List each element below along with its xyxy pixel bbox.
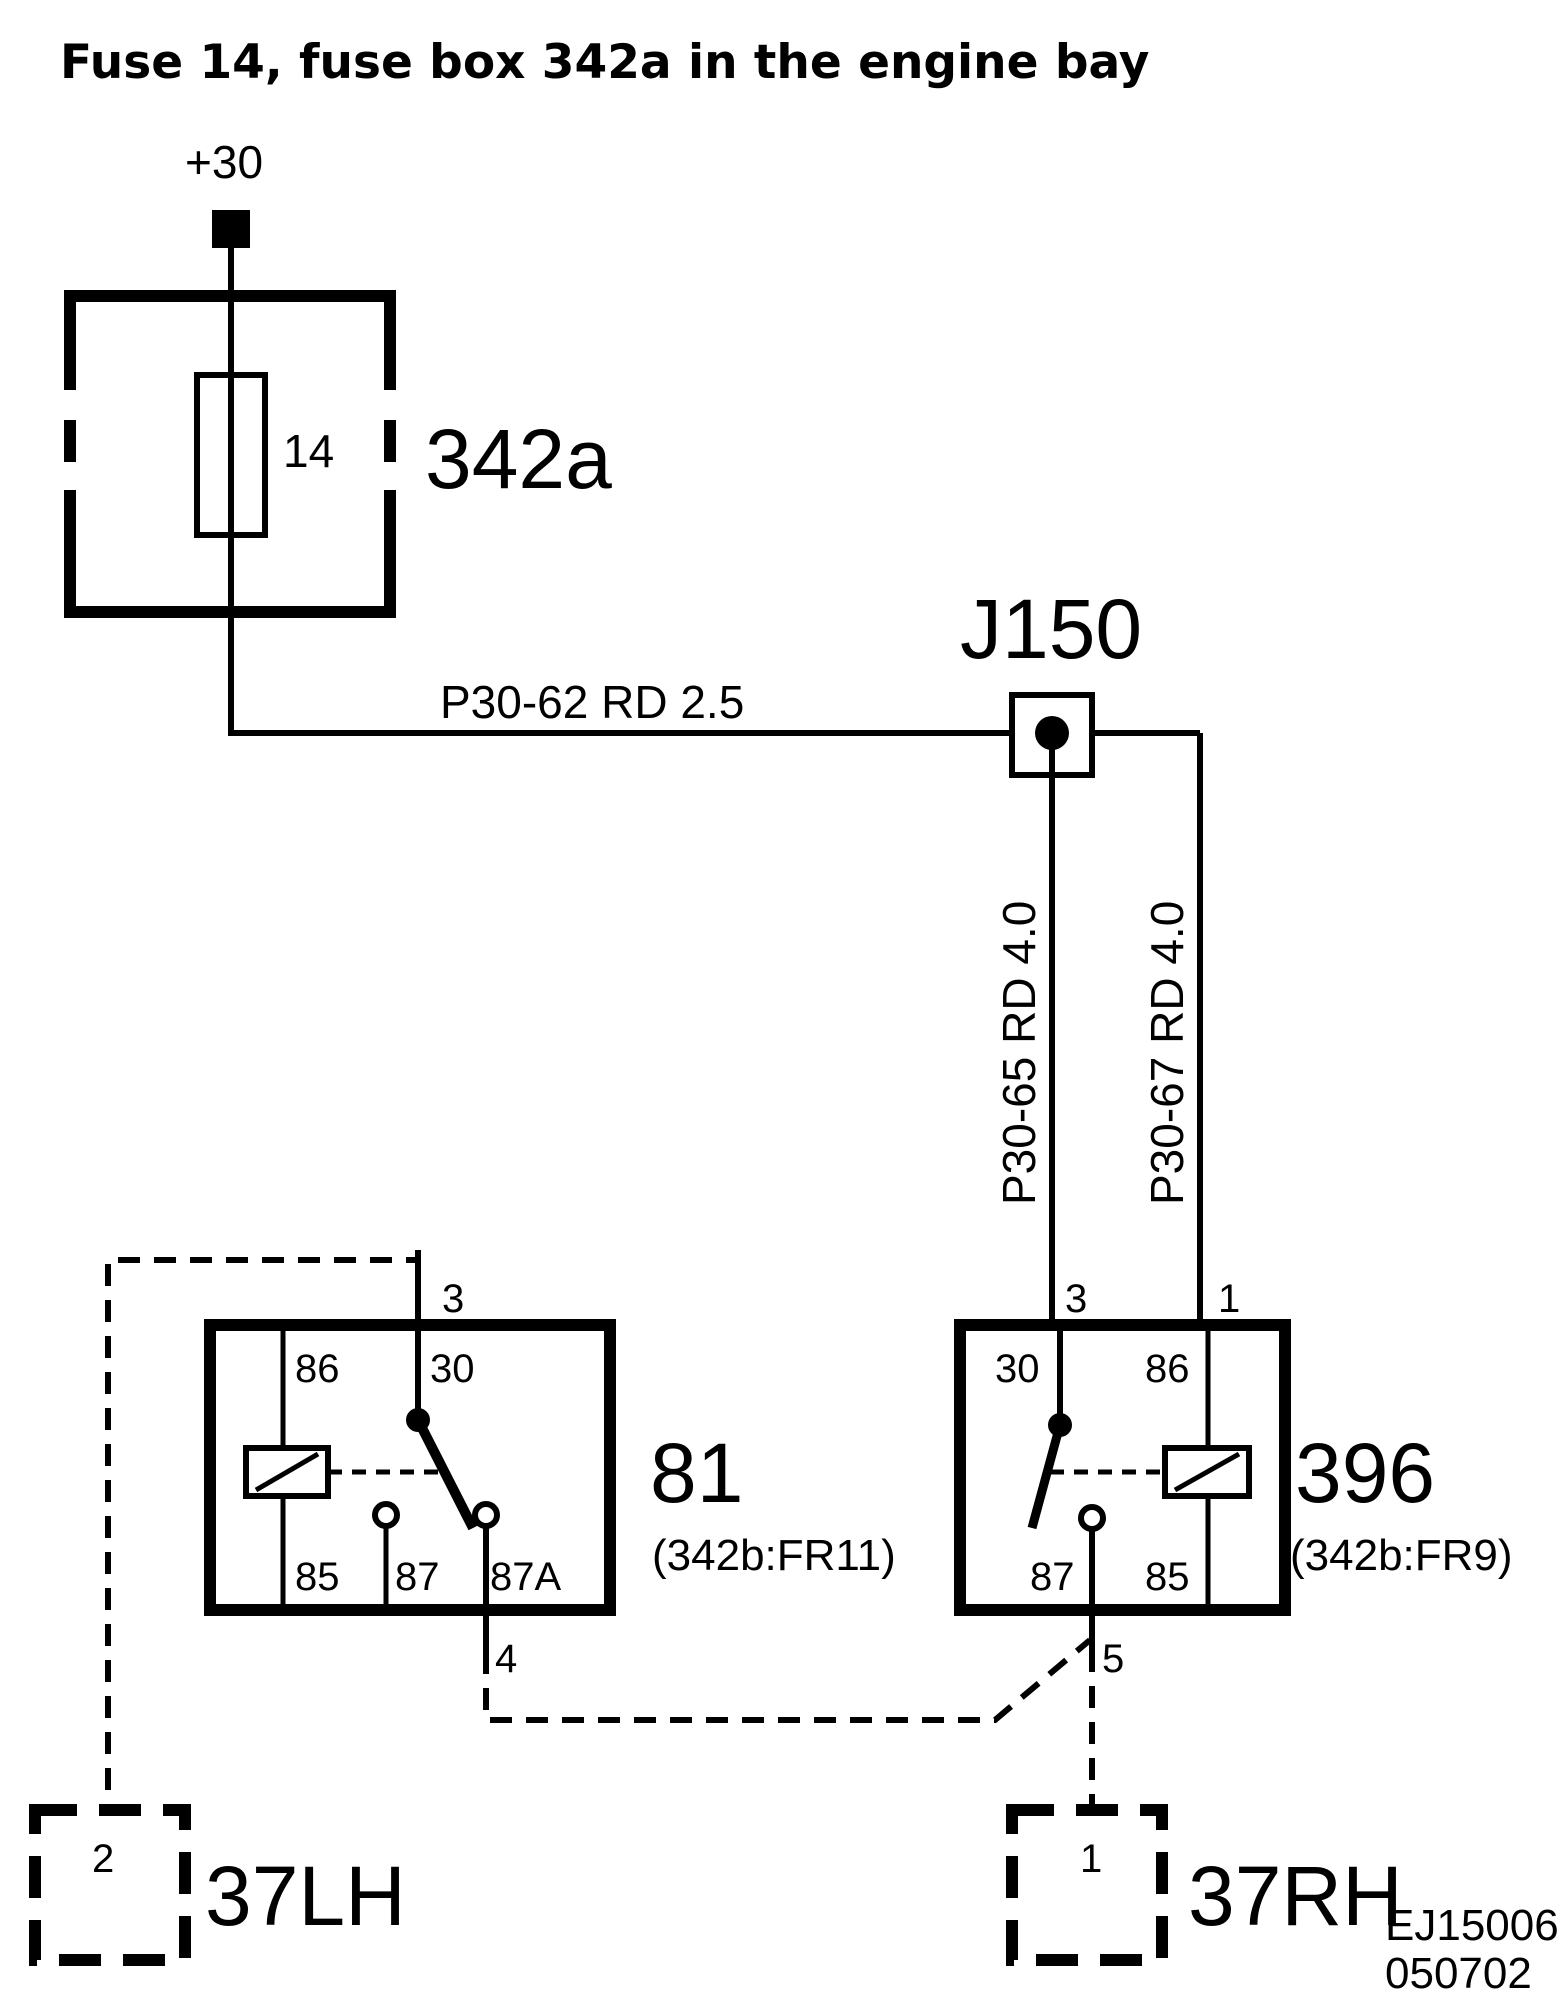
relay-81-pin87-contact	[372, 1501, 400, 1529]
relay-396-pin87-contact	[1078, 1504, 1106, 1532]
relay-396-housing	[954, 1319, 1291, 1616]
junction-label: J150	[960, 582, 1142, 676]
relay-396-location: (342b:FR9)	[1290, 1531, 1513, 1580]
connector-37lh-label: 37LH	[205, 1849, 406, 1943]
relay-396-ext-3: 3	[1065, 1277, 1087, 1321]
wire-p30-62-label: P30-62 RD 2.5	[440, 676, 744, 728]
relay-396-pin-30: 30	[995, 1347, 1040, 1391]
diagram-title: Fuse 14, fuse box 342a in the engine bay	[60, 35, 1149, 90]
relay-81-pin-30: 30	[430, 1347, 475, 1391]
relay-396-switch-blade	[1027, 1423, 1065, 1530]
document-date: 050702	[1385, 1949, 1532, 1998]
supply-label: +30	[185, 136, 263, 188]
dashed-wire-87a-to-87	[483, 1637, 1092, 1723]
relay-396-pin-87: 87	[1030, 1555, 1075, 1599]
relay-396-ext-1: 1	[1218, 1277, 1240, 1321]
relay-396-pin-85: 85	[1145, 1555, 1190, 1599]
connector-37rh-label: 37RH	[1188, 1849, 1403, 1943]
relay-81-housing	[204, 1319, 616, 1616]
relay-81-pin-85: 85	[295, 1555, 340, 1599]
connector-37lh	[29, 1804, 191, 1966]
connector-37rh	[1006, 1804, 1168, 1966]
relay-396-label: 396	[1295, 1426, 1435, 1520]
relay-396-ext-5: 5	[1102, 1637, 1124, 1681]
relay-81-location: (342b:FR11)	[652, 1531, 896, 1580]
dashed-wire-37lh	[105, 1250, 421, 1810]
fuse-number: 14	[283, 425, 334, 477]
connector-37rh-pin: 1	[1080, 1837, 1102, 1881]
relay-81-label: 81	[650, 1426, 743, 1520]
wire-p30-67-label: P30-67 RD 4.0	[1141, 901, 1193, 1205]
relay-81-coil-mark	[254, 1451, 320, 1493]
relay-81-pin-87: 87	[395, 1555, 440, 1599]
relay-81-pin-86: 86	[295, 1347, 340, 1391]
relay-396-coil-mark	[1173, 1451, 1241, 1493]
relay-81-pin87a-contact	[472, 1501, 500, 1529]
document-code: EJ15006	[1385, 1901, 1559, 1950]
relay-81-ext-3: 3	[442, 1277, 464, 1321]
wire-p30-65-label: P30-65 RD 4.0	[993, 901, 1045, 1205]
connector-37lh-pin: 2	[92, 1837, 114, 1881]
relay-81-pin-87a: 87A	[490, 1555, 561, 1599]
wire-p30-62	[228, 535, 1010, 736]
relay-81-switch-blade	[413, 1417, 478, 1531]
fuse-box-label: 342a	[425, 412, 612, 506]
relay-81-ext-4: 4	[495, 1637, 517, 1681]
supply-terminal	[212, 210, 250, 248]
relay-396-pin-86: 86	[1145, 1347, 1190, 1391]
